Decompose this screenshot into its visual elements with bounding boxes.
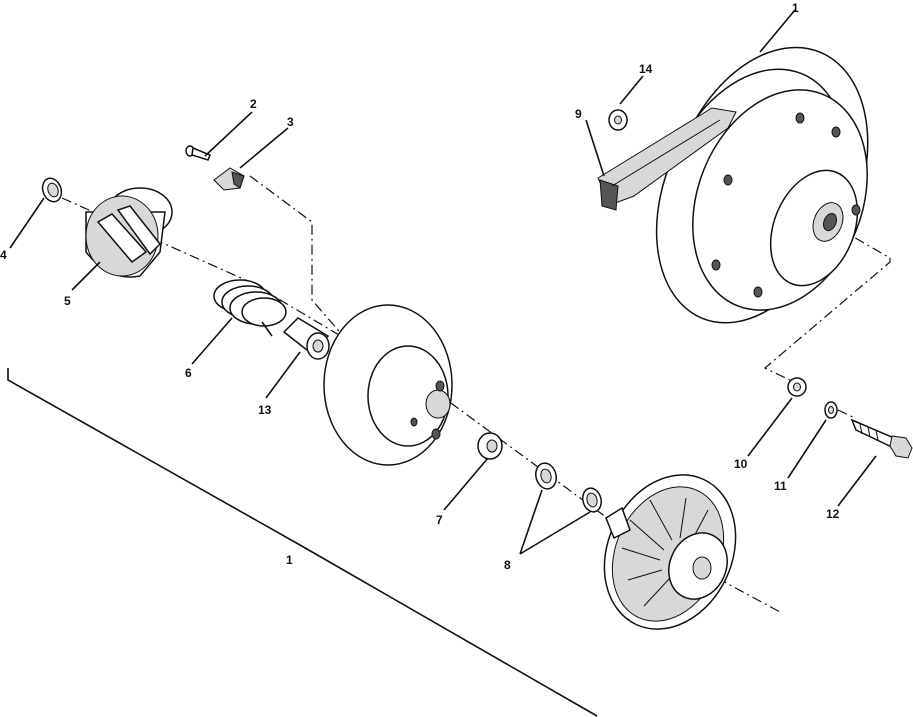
bracket-line [7, 368, 598, 717]
leader-9 [585, 119, 605, 177]
cam-ramp [116, 205, 162, 256]
washer-8a-hole [540, 468, 552, 484]
sheave-bore [425, 389, 451, 419]
pin-axis-line [249, 175, 346, 339]
leader-6 [191, 317, 233, 365]
driven-clutch-assembly [655, 46, 869, 324]
drive-belt [597, 107, 737, 211]
belt-end [599, 179, 619, 211]
callout-10: 10 [734, 457, 748, 471]
pin-2 [185, 145, 211, 161]
callout-11: 11 [774, 479, 787, 493]
assembly-bracket [7, 368, 598, 717]
leader-3 [239, 127, 289, 169]
secondary-axis-line [763, 227, 891, 386]
callouts: 1 1 2 3 4 5 6 7 8 9 10 11 12 13 14 [0, 1, 840, 572]
bolt-hole [711, 259, 721, 271]
spring-6 [213, 279, 287, 337]
leader-10 [747, 397, 793, 457]
leader-8 [519, 489, 591, 555]
bolt-hole [851, 204, 861, 216]
sheave-hole [435, 380, 445, 392]
callout-6: 6 [185, 366, 192, 380]
callout-12: 12 [826, 507, 840, 521]
leader-2 [204, 111, 253, 157]
washer-10-hole [793, 382, 801, 392]
bolt-hole [831, 126, 841, 138]
washer-hole [614, 115, 622, 125]
callout-3: 3 [287, 115, 294, 129]
sheave-hole [410, 417, 418, 427]
bolt-hole [723, 174, 733, 186]
bolt-threads [859, 423, 879, 441]
lock-washer-hole [828, 406, 834, 414]
cam-ramp [96, 213, 148, 264]
callout-2: 2 [250, 97, 257, 111]
callout-1-bottom: 1 [286, 553, 293, 567]
washers-8 [535, 462, 602, 513]
bolt-hole [753, 286, 763, 298]
bushing-7-hole [486, 439, 498, 453]
callout-7: 7 [436, 513, 443, 527]
leader-5 [71, 261, 101, 291]
callout-4: 4 [0, 248, 7, 262]
bolt-axis-line [837, 409, 856, 419]
button-side [231, 171, 245, 189]
bushing-bore [312, 339, 324, 353]
leader-4 [9, 197, 45, 249]
spring-coil [241, 297, 287, 327]
bushing-13 [282, 317, 330, 360]
washer-8b-hole [586, 492, 598, 508]
callout-5: 5 [64, 294, 71, 308]
spring-tail [261, 321, 273, 337]
leader-1-top [759, 9, 796, 53]
bolt-hole [795, 112, 805, 124]
leader-11 [787, 419, 827, 479]
snap-ring-inner [47, 182, 59, 198]
callout-1-top: 1 [792, 1, 799, 15]
fixed-sheave-bore [692, 556, 712, 580]
leader-14 [619, 75, 644, 105]
bolt-12 [850, 418, 913, 459]
leader-12 [837, 455, 877, 507]
leader-7 [443, 457, 489, 511]
movable-sheave [323, 304, 453, 466]
sheave-hole [431, 428, 441, 440]
cam-5 [85, 187, 173, 278]
callout-14: 14 [639, 62, 653, 76]
fixed-sheave [603, 474, 737, 630]
bushing-7 [477, 432, 503, 460]
leader-13 [265, 351, 301, 399]
pin-shaft [191, 146, 211, 161]
callout-13: 13 [258, 403, 272, 417]
belt-edge [611, 119, 721, 187]
clutch-shaft-hole [822, 212, 838, 232]
splined-shaft [605, 506, 631, 540]
fin-lines [621, 497, 709, 607]
lock-washer-11 [824, 401, 838, 419]
callout-9: 9 [575, 107, 582, 121]
washer-10 [787, 377, 807, 397]
snap-ring-4 [41, 177, 63, 203]
callout-8: 8 [504, 558, 511, 572]
bolt-head [889, 435, 913, 459]
button-3 [213, 167, 245, 191]
leader-lines [9, 9, 877, 555]
washer-14 [608, 109, 628, 131]
